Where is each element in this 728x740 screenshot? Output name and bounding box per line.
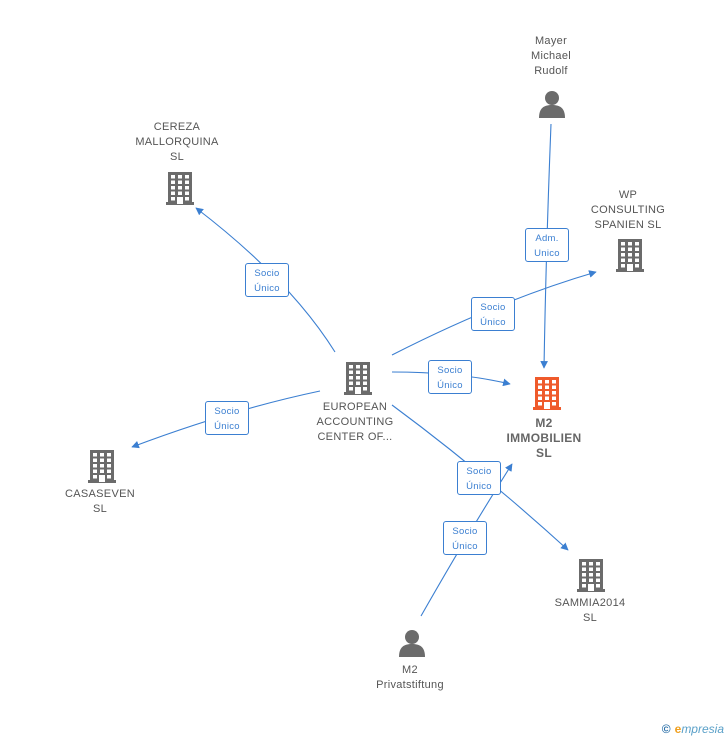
node-label-european[interactable]: EUROPEAN ACCOUNTING CENTER OF...: [285, 400, 425, 445]
brand-name: mpresia: [681, 722, 724, 736]
label-line: M2: [535, 416, 553, 430]
building-icon[interactable]: [164, 170, 196, 206]
node-label-m2-immobilien[interactable]: M2 IMMOBILIEN SL: [474, 416, 614, 461]
label-line: CENTER OF...: [317, 431, 393, 443]
label-line: SL: [536, 446, 552, 460]
relation-text: Adm.: [535, 233, 559, 244]
label-line: SL: [92, 503, 108, 515]
label-line: CONSULTING: [590, 204, 666, 216]
relation-text: Socio: [480, 302, 506, 313]
label-line: CEREZA: [153, 121, 201, 133]
label-line: M2: [402, 664, 418, 676]
building-icon[interactable]: [575, 557, 607, 593]
label-line: Rudolf: [534, 65, 568, 77]
building-icon-focus[interactable]: [531, 375, 563, 411]
relation-text: Socio: [254, 268, 280, 279]
relation-text: Único: [466, 481, 492, 492]
relation-text: Socio: [437, 365, 463, 376]
relation-text: Único: [452, 541, 478, 552]
brand-logo-letter: e: [674, 722, 682, 736]
relation-text: Único: [214, 421, 240, 432]
node-label-m2-privatstiftung[interactable]: M2 Privatstiftung: [340, 663, 480, 693]
label-line: SPANIEN SL: [594, 219, 662, 231]
relation-text: Único: [437, 380, 463, 391]
label-line: Mayer: [534, 35, 568, 47]
relation-text: Socio: [452, 526, 478, 537]
relation-text: Socio: [214, 406, 240, 417]
label-line: ACCOUNTING: [316, 416, 394, 428]
label-line: Michael: [530, 50, 571, 62]
relation-label-socio-unico[interactable]: Socio Único: [443, 521, 487, 555]
node-label-cereza[interactable]: CEREZA MALLORQUINA SL: [107, 120, 247, 165]
node-label-sammia[interactable]: SAMMIA2014 SL: [520, 596, 660, 626]
node-label-casaseven[interactable]: CASASEVEN SL: [30, 487, 170, 517]
footer-brand: ©empresia: [662, 722, 724, 736]
building-icon[interactable]: [614, 237, 646, 273]
label-line: SAMMIA2014: [554, 597, 626, 609]
relation-text: Único: [254, 283, 280, 294]
label-line: EUROPEAN: [322, 401, 388, 413]
building-icon[interactable]: [342, 360, 374, 396]
relation-label-socio-unico[interactable]: Socio Único: [457, 461, 501, 495]
label-line: MALLORQUINA: [135, 136, 219, 148]
relation-label-socio-unico[interactable]: Socio Único: [205, 401, 249, 435]
label-line: Privatstiftung: [376, 679, 444, 691]
label-line: SL: [169, 151, 185, 163]
label-line: SL: [582, 612, 598, 624]
building-icon[interactable]: [86, 448, 118, 484]
label-line: WP: [618, 189, 638, 201]
node-label-mayer[interactable]: Mayer Michael Rudolf: [481, 34, 621, 79]
copyright-icon: ©: [661, 722, 671, 736]
relation-label-socio-unico[interactable]: Socio Único: [245, 263, 289, 297]
node-label-wp[interactable]: WP CONSULTING SPANIEN SL: [558, 188, 698, 233]
relation-label-socio-unico[interactable]: Socio Único: [428, 360, 472, 394]
person-icon[interactable]: [538, 89, 566, 119]
relation-label-adm-unico[interactable]: Adm. Unico: [525, 228, 569, 262]
relation-text: Único: [480, 317, 506, 328]
person-icon[interactable]: [398, 628, 426, 658]
relation-text: Unico: [534, 248, 560, 259]
label-line: CASASEVEN: [65, 488, 135, 500]
label-line: IMMOBILIEN: [506, 431, 582, 445]
relation-label-socio-unico[interactable]: Socio Único: [471, 297, 515, 331]
relation-text: Socio: [466, 466, 492, 477]
